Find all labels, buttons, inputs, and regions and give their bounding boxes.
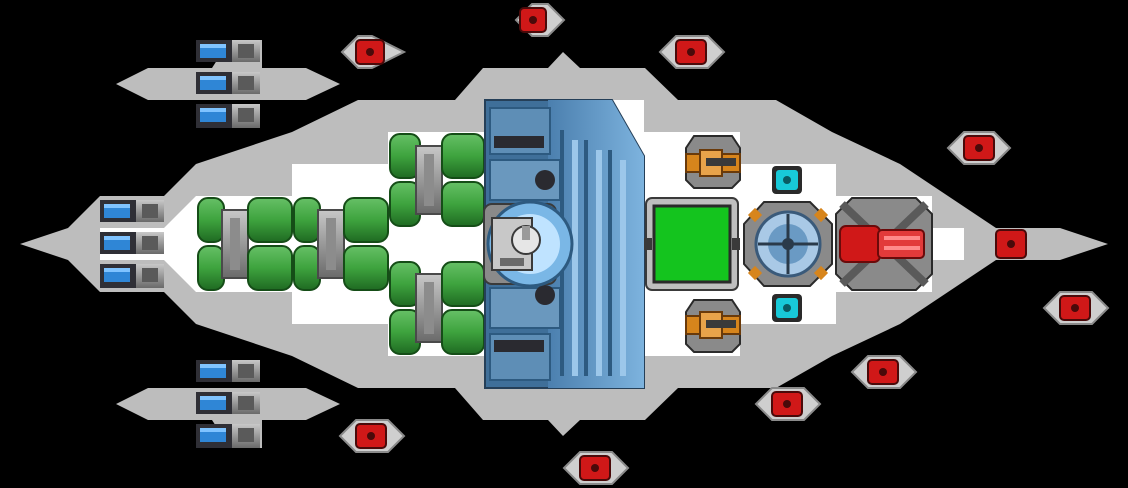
engine-cluster-rear xyxy=(100,200,164,288)
fuel-tank-icon xyxy=(389,133,485,227)
thruster-icon xyxy=(196,392,260,414)
fuel-tank-bank-lower xyxy=(389,261,485,355)
thruster-icon xyxy=(100,232,164,254)
thruster-icon xyxy=(196,360,260,382)
fuel-tank-icon xyxy=(293,197,389,291)
fuel-tank-icon xyxy=(197,197,293,291)
red-mine-icon xyxy=(338,419,406,453)
red-mine-icon xyxy=(850,355,918,389)
thruster-icon xyxy=(100,264,164,288)
gyroscope-icon xyxy=(743,201,833,287)
lower-wing xyxy=(116,388,340,448)
red-mine-icon xyxy=(946,131,1012,165)
front-turret-icon xyxy=(835,197,933,291)
cannon-icon xyxy=(685,299,741,353)
fuel-tank-bank-upper xyxy=(389,133,485,227)
fuel-tank-bank-rear xyxy=(197,197,389,291)
red-mine-icon xyxy=(658,35,726,69)
power-node-icon xyxy=(772,294,802,322)
thruster-icon xyxy=(196,424,260,448)
engine-cluster-lower xyxy=(196,360,260,448)
thruster-icon xyxy=(196,104,260,128)
cannon-icon xyxy=(685,135,741,189)
reactor-core-icon xyxy=(483,99,645,389)
upper-wing xyxy=(116,40,340,100)
thruster-icon xyxy=(100,200,164,222)
red-mine-icon xyxy=(1042,291,1110,325)
red-mine-icon xyxy=(562,451,630,485)
red-mine-icon xyxy=(340,35,407,69)
red-mine-icon xyxy=(514,3,566,37)
red-mine-icon xyxy=(995,229,1027,259)
fuel-tank-icon xyxy=(389,261,485,355)
power-node-icon xyxy=(772,166,802,194)
red-mine-icon xyxy=(754,387,822,421)
thruster-icon xyxy=(196,40,260,62)
control-console-icon xyxy=(644,197,740,291)
engine-cluster-upper xyxy=(196,40,260,128)
thruster-icon xyxy=(196,72,260,94)
